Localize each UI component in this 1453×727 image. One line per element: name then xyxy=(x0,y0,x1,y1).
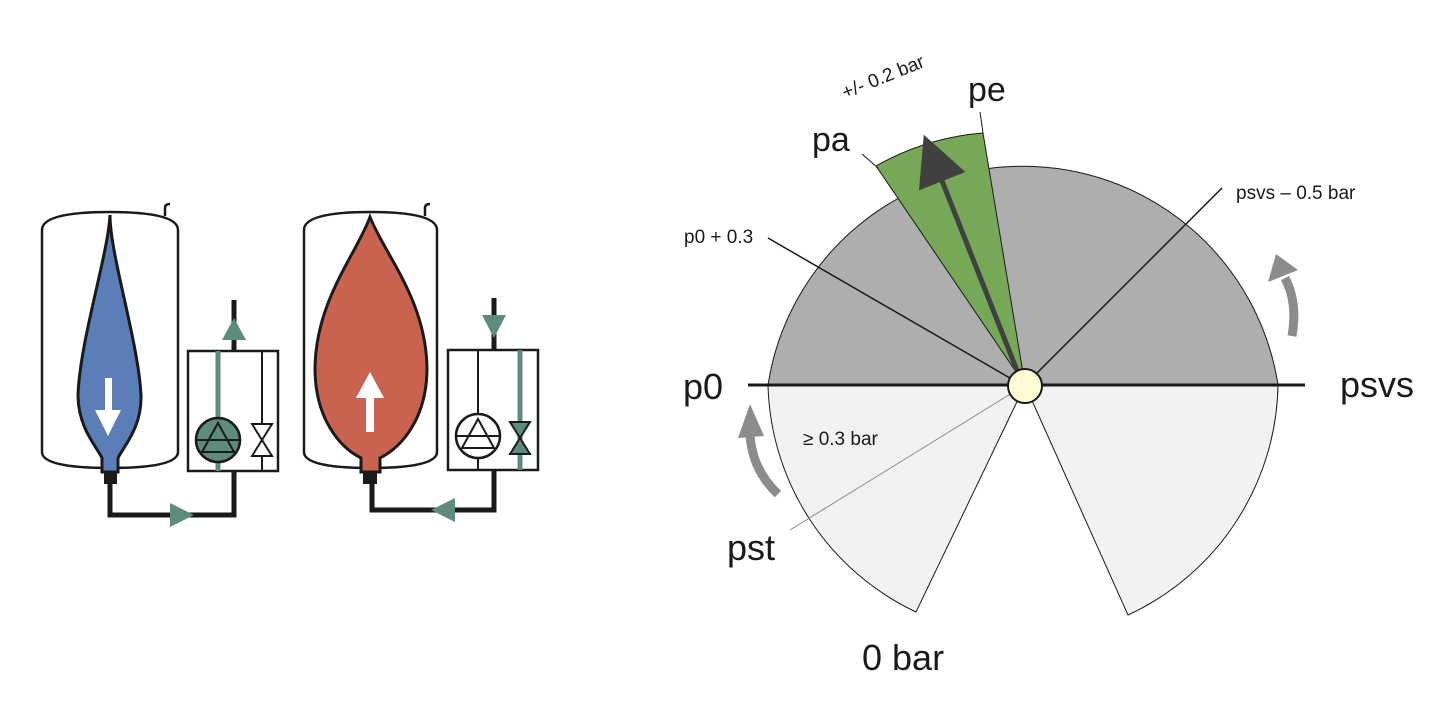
expansion-vessel-icon xyxy=(302,202,439,484)
tolerance-label: +/- 0.2 bar xyxy=(839,51,928,103)
zero-bar-label: 0 bar xyxy=(862,637,944,678)
psvs-label: psvs xyxy=(1340,364,1414,405)
pe-leader-line xyxy=(979,111,984,134)
pump-icon xyxy=(194,416,242,464)
psvs-minus-line xyxy=(1024,187,1223,386)
lower-right-sector xyxy=(1024,384,1279,616)
arrow-up-icon xyxy=(356,372,384,432)
psvs-minus-label: psvs – 0.5 bar xyxy=(1236,183,1356,204)
pst-label: pst xyxy=(727,527,775,568)
p0-label: p0 xyxy=(683,366,723,407)
indicator-arrow-icon xyxy=(918,134,1023,379)
valve-icon xyxy=(250,423,274,457)
valve-icon xyxy=(508,421,532,455)
p0-plus-label: p0 + 0.3 xyxy=(684,227,753,248)
pa-label: pa xyxy=(812,121,850,159)
left-schematic xyxy=(40,202,280,527)
min-diff-label: ≥ 0.3 bar xyxy=(803,429,879,450)
rotation-arrow-up-icon xyxy=(1268,254,1299,337)
pst-line xyxy=(789,384,1026,531)
pe-label: pe xyxy=(968,71,1006,109)
flow-arrow-left-icon xyxy=(431,498,455,522)
pressure-gauge: +/- 0.2 bar pe pa psvs – 0.5 bar p0 + 0.… xyxy=(683,51,1414,678)
pump-icon xyxy=(454,412,502,460)
control-unit xyxy=(446,348,540,472)
flow-arrow-up-icon xyxy=(222,318,246,340)
expansion-vessel-icon xyxy=(40,202,180,484)
flow-arrow-down-icon xyxy=(482,315,506,338)
flow-arrow-right-icon xyxy=(170,503,194,527)
pa-leader-line xyxy=(861,153,879,169)
arrow-down-icon xyxy=(95,378,121,436)
p0-plus-line xyxy=(767,237,1023,386)
lower-left-sector xyxy=(767,384,1026,613)
right-schematic xyxy=(302,202,540,522)
control-unit xyxy=(186,349,280,473)
center-hub xyxy=(1007,368,1043,404)
rotation-arrow-left-icon xyxy=(738,404,782,498)
operating-range-sector xyxy=(767,165,1279,386)
